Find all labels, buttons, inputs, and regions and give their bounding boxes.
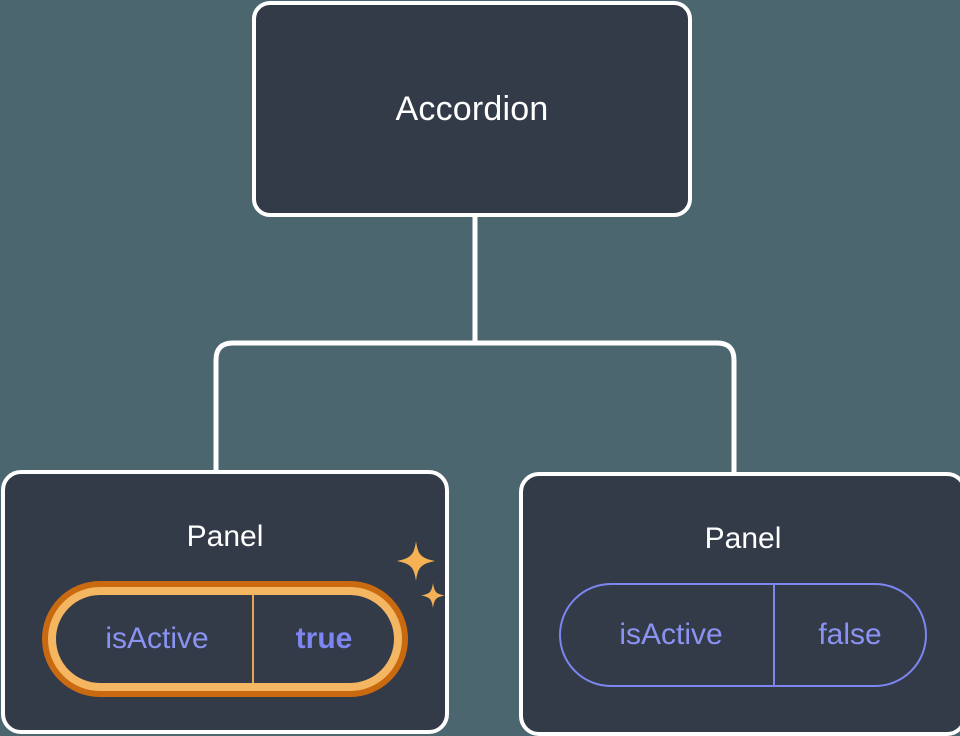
prop-badge-active-wrap: isActive true: [42, 541, 445, 697]
node-panel-active-label: Panel: [186, 520, 264, 553]
sparkles-group: [397, 541, 445, 608]
prop-badge-is-active-false[interactable]: isActive false: [559, 583, 927, 687]
node-panel-active[interactable]: Panel isActive true: [1, 470, 449, 734]
prop-badge-default-wrap: isActive false: [559, 583, 927, 687]
edge-branch-rail: [213, 340, 737, 472]
prop-badge-is-active-true[interactable]: isActive true: [48, 587, 402, 691]
prop-key-label: isActive: [105, 622, 209, 655]
sparkle-small-icon: [421, 583, 445, 608]
sparkle-large-icon: [397, 541, 435, 581]
node-panel-inactive-label: Panel: [704, 522, 782, 555]
prop-value-label: false: [773, 585, 925, 685]
node-accordion-label: Accordion: [395, 90, 549, 128]
prop-value-label: true: [252, 595, 394, 683]
prop-key-label: isActive: [619, 618, 723, 651]
node-panel-inactive[interactable]: Panel isActive false: [519, 472, 960, 736]
node-accordion[interactable]: Accordion: [252, 1, 692, 217]
